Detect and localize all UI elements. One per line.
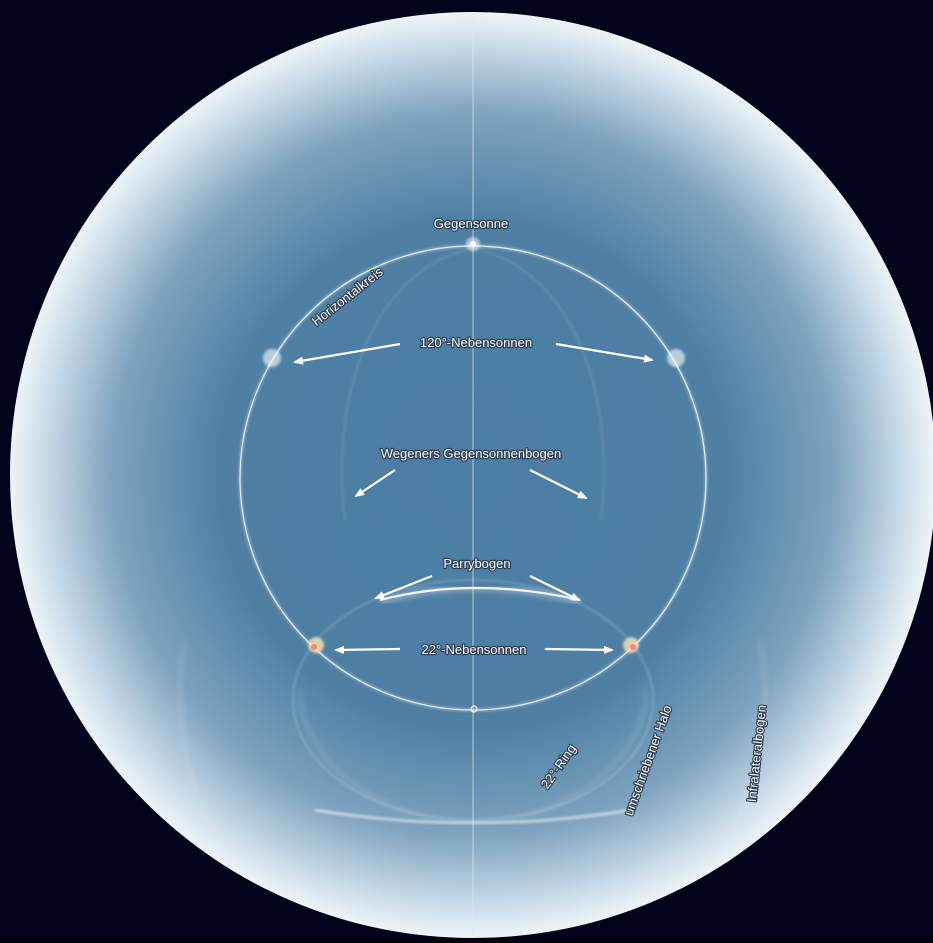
- sun-marker: [470, 705, 478, 713]
- lower-tangent-arc: [314, 808, 632, 825]
- ring-22: [292, 579, 654, 821]
- label-gegensonne: Gegensonne: [434, 216, 508, 231]
- parhelion-120-right: [667, 349, 685, 367]
- arrow-22-right: [544, 645, 614, 654]
- parhelion-22-left-red: [311, 644, 317, 650]
- arrow-22-left: [334, 645, 401, 654]
- parhelion-22-right-red: [630, 644, 636, 650]
- label-nebensonnen-120: 120°-Nebensonnen: [420, 335, 532, 350]
- arrow-wegener-right: [529, 469, 588, 499]
- parry-arc: [379, 586, 581, 602]
- arrow-120-right: [555, 342, 654, 363]
- arrow-parry-left: [374, 574, 433, 600]
- infralateral-arc-left: [178, 639, 232, 861]
- arrow-120-left: [293, 342, 401, 365]
- wegener-arc-left: [341, 247, 474, 521]
- anthelion: [470, 241, 476, 247]
- infralateral-arc-right: [713, 639, 767, 861]
- parhelion-120-left: [263, 349, 281, 367]
- arrow-wegener-left: [354, 469, 396, 498]
- label-wegener: Wegeners Gegensonnenbogen: [381, 446, 561, 461]
- arrow-parry-right: [529, 575, 581, 601]
- label-parrybogen: Parrybogen: [443, 556, 510, 571]
- sky-noise: [10, 12, 933, 938]
- label-nebensonnen-22: 22°-Nebensonnen: [422, 642, 527, 657]
